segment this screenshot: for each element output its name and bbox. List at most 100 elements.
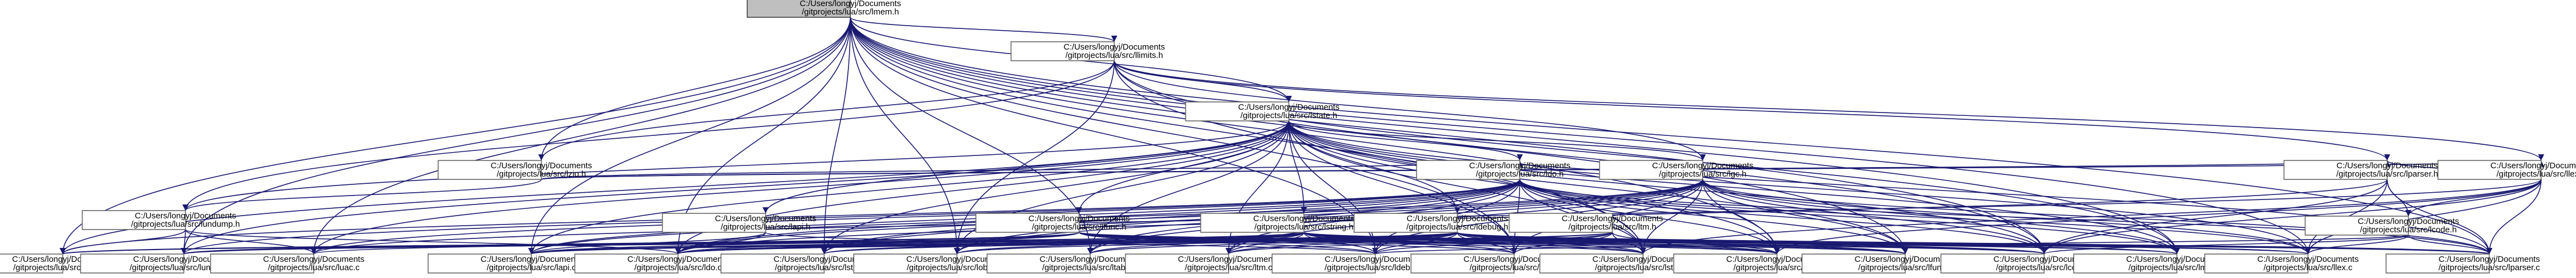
node-label-line2: /gitprojects/lua/src/lzio.h [496, 169, 586, 179]
edge-lcode_h-to-lparser_c [2408, 235, 2493, 255]
node-lfunc-c[interactable]: C:/Users/longyj/Documents/gitprojects/lu… [1801, 253, 1956, 274]
node-box [574, 253, 679, 274]
node-box [437, 160, 542, 180]
edge-lstate_h-to-lcode_c [1288, 120, 2047, 255]
node-box [853, 253, 958, 274]
edge-ldebug_h-to-llex_c [1456, 232, 2311, 255]
edge-ldebug_h-to-lfunc_c [1456, 232, 1908, 255]
edge-lzio_h-to-lundump_h [182, 179, 542, 211]
node-ldebug-c[interactable]: C:/Users/longyj/Documents/gitprojects/lu… [1271, 253, 1426, 274]
node-box [2437, 160, 2542, 180]
node-box [1353, 213, 1458, 233]
node-lobject-c[interactable]: C:/Users/longyj/Documents/gitprojects/lu… [853, 253, 1008, 274]
node-label-line2: /gitprojects/lua/src/lcode.h [2360, 225, 2457, 235]
node-label-line1: C:/Users/longyj/Documents [1238, 103, 1340, 112]
node-label-line1: C:/Users/longyj/Documents [2358, 217, 2459, 226]
node-lstate-h[interactable]: C:/Users/longyj/Documents/gitprojects/lu… [1185, 101, 1340, 121]
node-label-line1: C:/Users/longyj/Documents [1562, 214, 1663, 223]
edge-lgc_h-to-lmem_c [1702, 179, 2180, 255]
node-ldebug-h[interactable]: C:/Users/longyj/Documents/gitprojects/lu… [1353, 213, 1508, 233]
edge-lstate_h-to-lundump_h [182, 120, 1290, 211]
node-label-line1: C:/Users/longyj/Documents [1040, 255, 1141, 264]
node-label-line1: C:/Users/longyj/Documents [628, 255, 729, 264]
node-label-line1: C:/Users/longyj/Documents [800, 0, 901, 8]
node-label-line2: /gitprojects/lua/src/ldebug.c [1325, 263, 1426, 272]
node-luac-c[interactable]: C:/Users/longyj/Documents/gitprojects/lu… [210, 253, 365, 274]
edge-llex_h-to-llex_c [2304, 179, 2542, 255]
node-label-line2: /gitprojects/lua/src/llex.h [2496, 169, 2576, 179]
node-ltm-h[interactable]: C:/Users/longyj/Documents/gitprojects/lu… [1508, 213, 1663, 233]
node-lapi-h[interactable]: C:/Users/longyj/Documents/gitprojects/lu… [662, 213, 817, 233]
node-box [662, 213, 766, 233]
node-label-line1: C:/Users/longyj/Documents [1178, 255, 1280, 264]
edge-lmem_h-to-llimits_h [850, 17, 1117, 42]
node-label-line1: C:/Users/longyj/Documents [906, 255, 1008, 264]
node-box [975, 213, 1080, 233]
node-lstring-c[interactable]: C:/Users/longyj/Documents/gitprojects/lu… [720, 253, 875, 274]
edge-lstate_h-to-llex_c [1288, 120, 2311, 255]
node-lparser-h[interactable]: C:/Users/longyj/Documents/gitprojects/lu… [2283, 160, 2438, 180]
edge-lfunc_h-to-lstate_c [1078, 232, 1646, 255]
edge-ltm_h-to-lstate_c [1612, 232, 1647, 255]
node-lgc-h[interactable]: C:/Users/longyj/Documents/gitprojects/lu… [1599, 160, 1754, 180]
node-ldo-c[interactable]: C:/Users/longyj/Documents/gitprojects/lu… [574, 253, 729, 274]
node-label-line1: C:/Users/longyj/Documents [133, 255, 235, 264]
node-lmem-c[interactable]: C:/Users/longyj/Documents/gitprojects/lu… [2073, 253, 2228, 274]
edge-lmem_h-to-lapi_c [528, 17, 851, 255]
edge-llex_h-to-lparser_c [2486, 179, 2542, 255]
node-label-line1: C:/Users/longyj/Documents [1407, 214, 1508, 223]
edge-lmem_h-to-lundump_c [180, 17, 851, 255]
node-ldo-h[interactable]: C:/Users/longyj/Documents/gitprojects/lu… [1416, 160, 1571, 180]
node-box [746, 0, 851, 18]
node-llex-c[interactable]: C:/Users/longyj/Documents/gitprojects/lu… [2204, 253, 2359, 274]
node-label-line1: C:/Users/longyj/Documents [1593, 255, 1694, 264]
node-box [1416, 160, 1521, 180]
node-label-line1: C:/Users/longyj/Documents [2337, 161, 2438, 170]
edge-ldebug_h-to-ldump_c [60, 232, 1458, 255]
node-lcode-c[interactable]: C:/Users/longyj/Documents/gitprojects/lu… [1940, 253, 2095, 274]
node-ltable-c[interactable]: C:/Users/longyj/Documents/gitprojects/lu… [986, 253, 1141, 274]
node-box [1599, 160, 1704, 180]
edge-llex_h-to-lcode_h [2405, 179, 2542, 217]
node-label-line1: C:/Users/longyj/Documents [774, 255, 875, 264]
node-lstring-h[interactable]: C:/Users/longyj/Documents/gitprojects/lu… [1200, 213, 1355, 233]
edge-llimits_h-to-lparser_h [1113, 60, 2390, 161]
node-label-line1: C:/Users/longyj/Documents [1029, 214, 1130, 223]
node-lparser-c[interactable]: C:/Users/longyj/Documents/gitprojects/lu… [2385, 253, 2540, 274]
node-llimits-h[interactable]: C:/Users/longyj/Documents/gitprojects/lu… [1010, 41, 1165, 61]
edge-lmem_h-to-lparser_c [850, 17, 2492, 255]
node-lcode-h[interactable]: C:/Users/longyj/Documents/gitprojects/lu… [2304, 216, 2459, 236]
edge-lgc_h-to-ldo_c [675, 179, 1704, 255]
node-label-line2: /gitprojects/lua/src/lstring.c [775, 263, 874, 272]
edge-lmem_h-to-lstring_c [821, 17, 851, 255]
edge-lstate_h-to-lfunc_c [1288, 120, 1908, 255]
node-lvm-c[interactable]: C:/Users/longyj/Documents/gitprojects/lu… [1410, 253, 1565, 274]
node-lzio-h[interactable]: C:/Users/longyj/Documents/gitprojects/lu… [437, 160, 592, 180]
node-label-line1: C:/Users/longyj/Documents [491, 161, 592, 170]
edge-lstate_h-to-lapi_h [763, 120, 1290, 214]
node-ltm-c[interactable]: C:/Users/longyj/Documents/gitprojects/lu… [1125, 253, 1280, 274]
node-label-line2: /gitprojects/lua/src/ltm.h [1569, 222, 1657, 232]
node-box [720, 253, 825, 274]
node-label-line2: /gitprojects/lua/src/llimits.h [1065, 51, 1163, 60]
node-label-line2: /gitprojects/lua/src/lparser.h [2336, 169, 2438, 179]
edge-lstate_h-to-lstate_c [1288, 120, 1647, 255]
edge-lstate_h-to-ldo_h [1288, 120, 1523, 161]
edge-lgc_h-to-llex_c [1702, 179, 2311, 255]
node-lapi-c[interactable]: C:/Users/longyj/Documents/gitprojects/lu… [427, 253, 582, 274]
node-lmem-h[interactable]: C:/Users/longyj/Documents/gitprojects/lu… [746, 0, 901, 18]
node-label-line2: /gitprojects/lua/src/lmem.c [2129, 263, 2226, 272]
node-llex-h[interactable]: C:/Users/longyj/Documents/gitprojects/lu… [2437, 160, 2576, 180]
edge-ltm_h-to-lgc_c [1612, 232, 1780, 255]
node-label-line2: /gitprojects/lua/src/lmem.h [802, 7, 899, 17]
node-lundump-h[interactable]: C:/Users/longyj/Documents/gitprojects/lu… [81, 210, 240, 230]
edge-ldo_h-to-llex_c [1519, 179, 2311, 255]
edge-ltm_h-to-lvm_c [1511, 232, 1613, 255]
node-label-line1: C:/Users/longyj/Documents [2126, 255, 2228, 264]
node-lstate-c[interactable]: C:/Users/longyj/Documents/gitprojects/lu… [1539, 253, 1694, 274]
node-label-line2: /gitprojects/lua/src/lgc.h [1659, 169, 1747, 179]
node-lfunc-h[interactable]: C:/Users/longyj/Documents/gitprojects/lu… [975, 213, 1130, 233]
edge-llimits_h-to-llex_h [1113, 60, 2544, 161]
edge-lcode_h-to-lcode_c [2041, 235, 2409, 255]
edge-llimits_h-to-lgc_h [1113, 60, 1706, 161]
